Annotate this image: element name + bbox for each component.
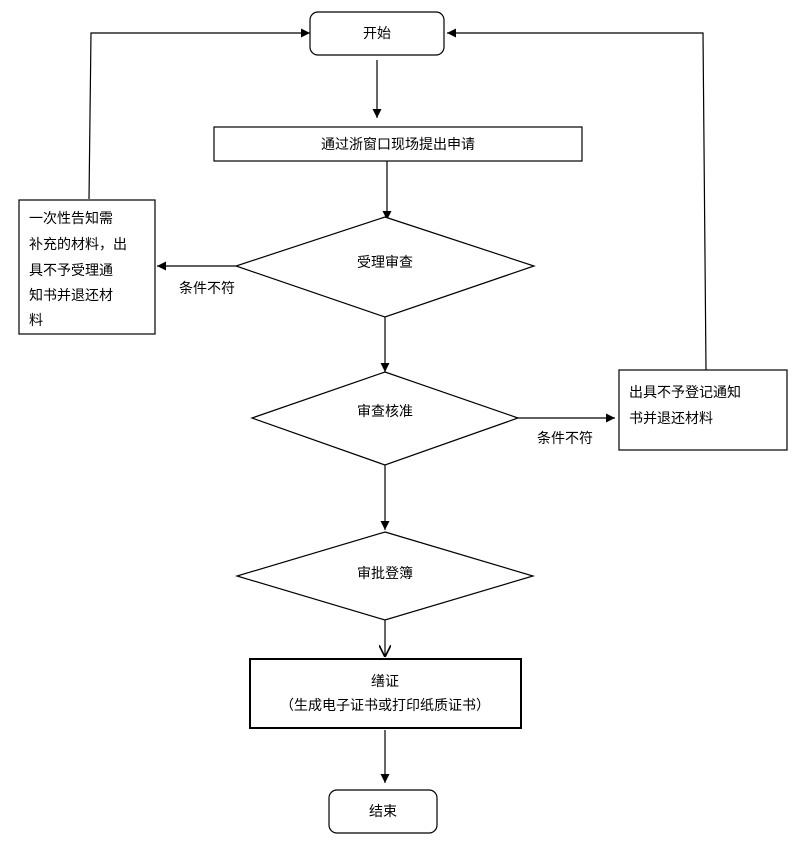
certify-line-2: （生成电子证书或打印纸质证书） (280, 697, 490, 714)
verify-fail-label: 条件不符 (537, 430, 593, 447)
start-node-label: 开始 (363, 26, 391, 42)
apply-node-label: 通过浙窗口现场提出申请 (321, 136, 475, 153)
accept-fail-label: 条件不符 (179, 280, 235, 297)
supplement-line-5: 料 (29, 313, 43, 329)
start-node (309, 11, 445, 56)
certify-node (249, 658, 522, 729)
supplement-line-1: 一次性告知需 (29, 210, 113, 227)
approve-register-label: 审批登簿 (357, 566, 413, 582)
edge-supplement-to-start (88, 28, 310, 200)
end-node (328, 789, 438, 834)
approve-register-decision (234, 531, 536, 621)
end-node-label: 结束 (369, 804, 397, 820)
apply-node (213, 126, 583, 162)
reject-register-line-1: 出具不予登记通知 (629, 384, 741, 401)
verify-label: 审查核准 (357, 404, 413, 420)
supplement-line-2: 补充的材料，出 (29, 237, 127, 253)
reject-register-notice-node (618, 369, 788, 451)
certify-line-1: 缮证 (371, 674, 399, 690)
supplement-notice-node (18, 199, 156, 335)
reject-register-line-2: 书并退还材料 (629, 411, 713, 427)
edge-reject-register-to-start (447, 28, 707, 371)
supplement-line-4: 知书并退还材 (29, 287, 113, 304)
accept-review-label: 受理审查 (357, 255, 413, 271)
verify-decision (250, 371, 520, 466)
supplement-line-3: 具不予受理通 (29, 263, 113, 279)
accept-review-decision (234, 216, 536, 318)
